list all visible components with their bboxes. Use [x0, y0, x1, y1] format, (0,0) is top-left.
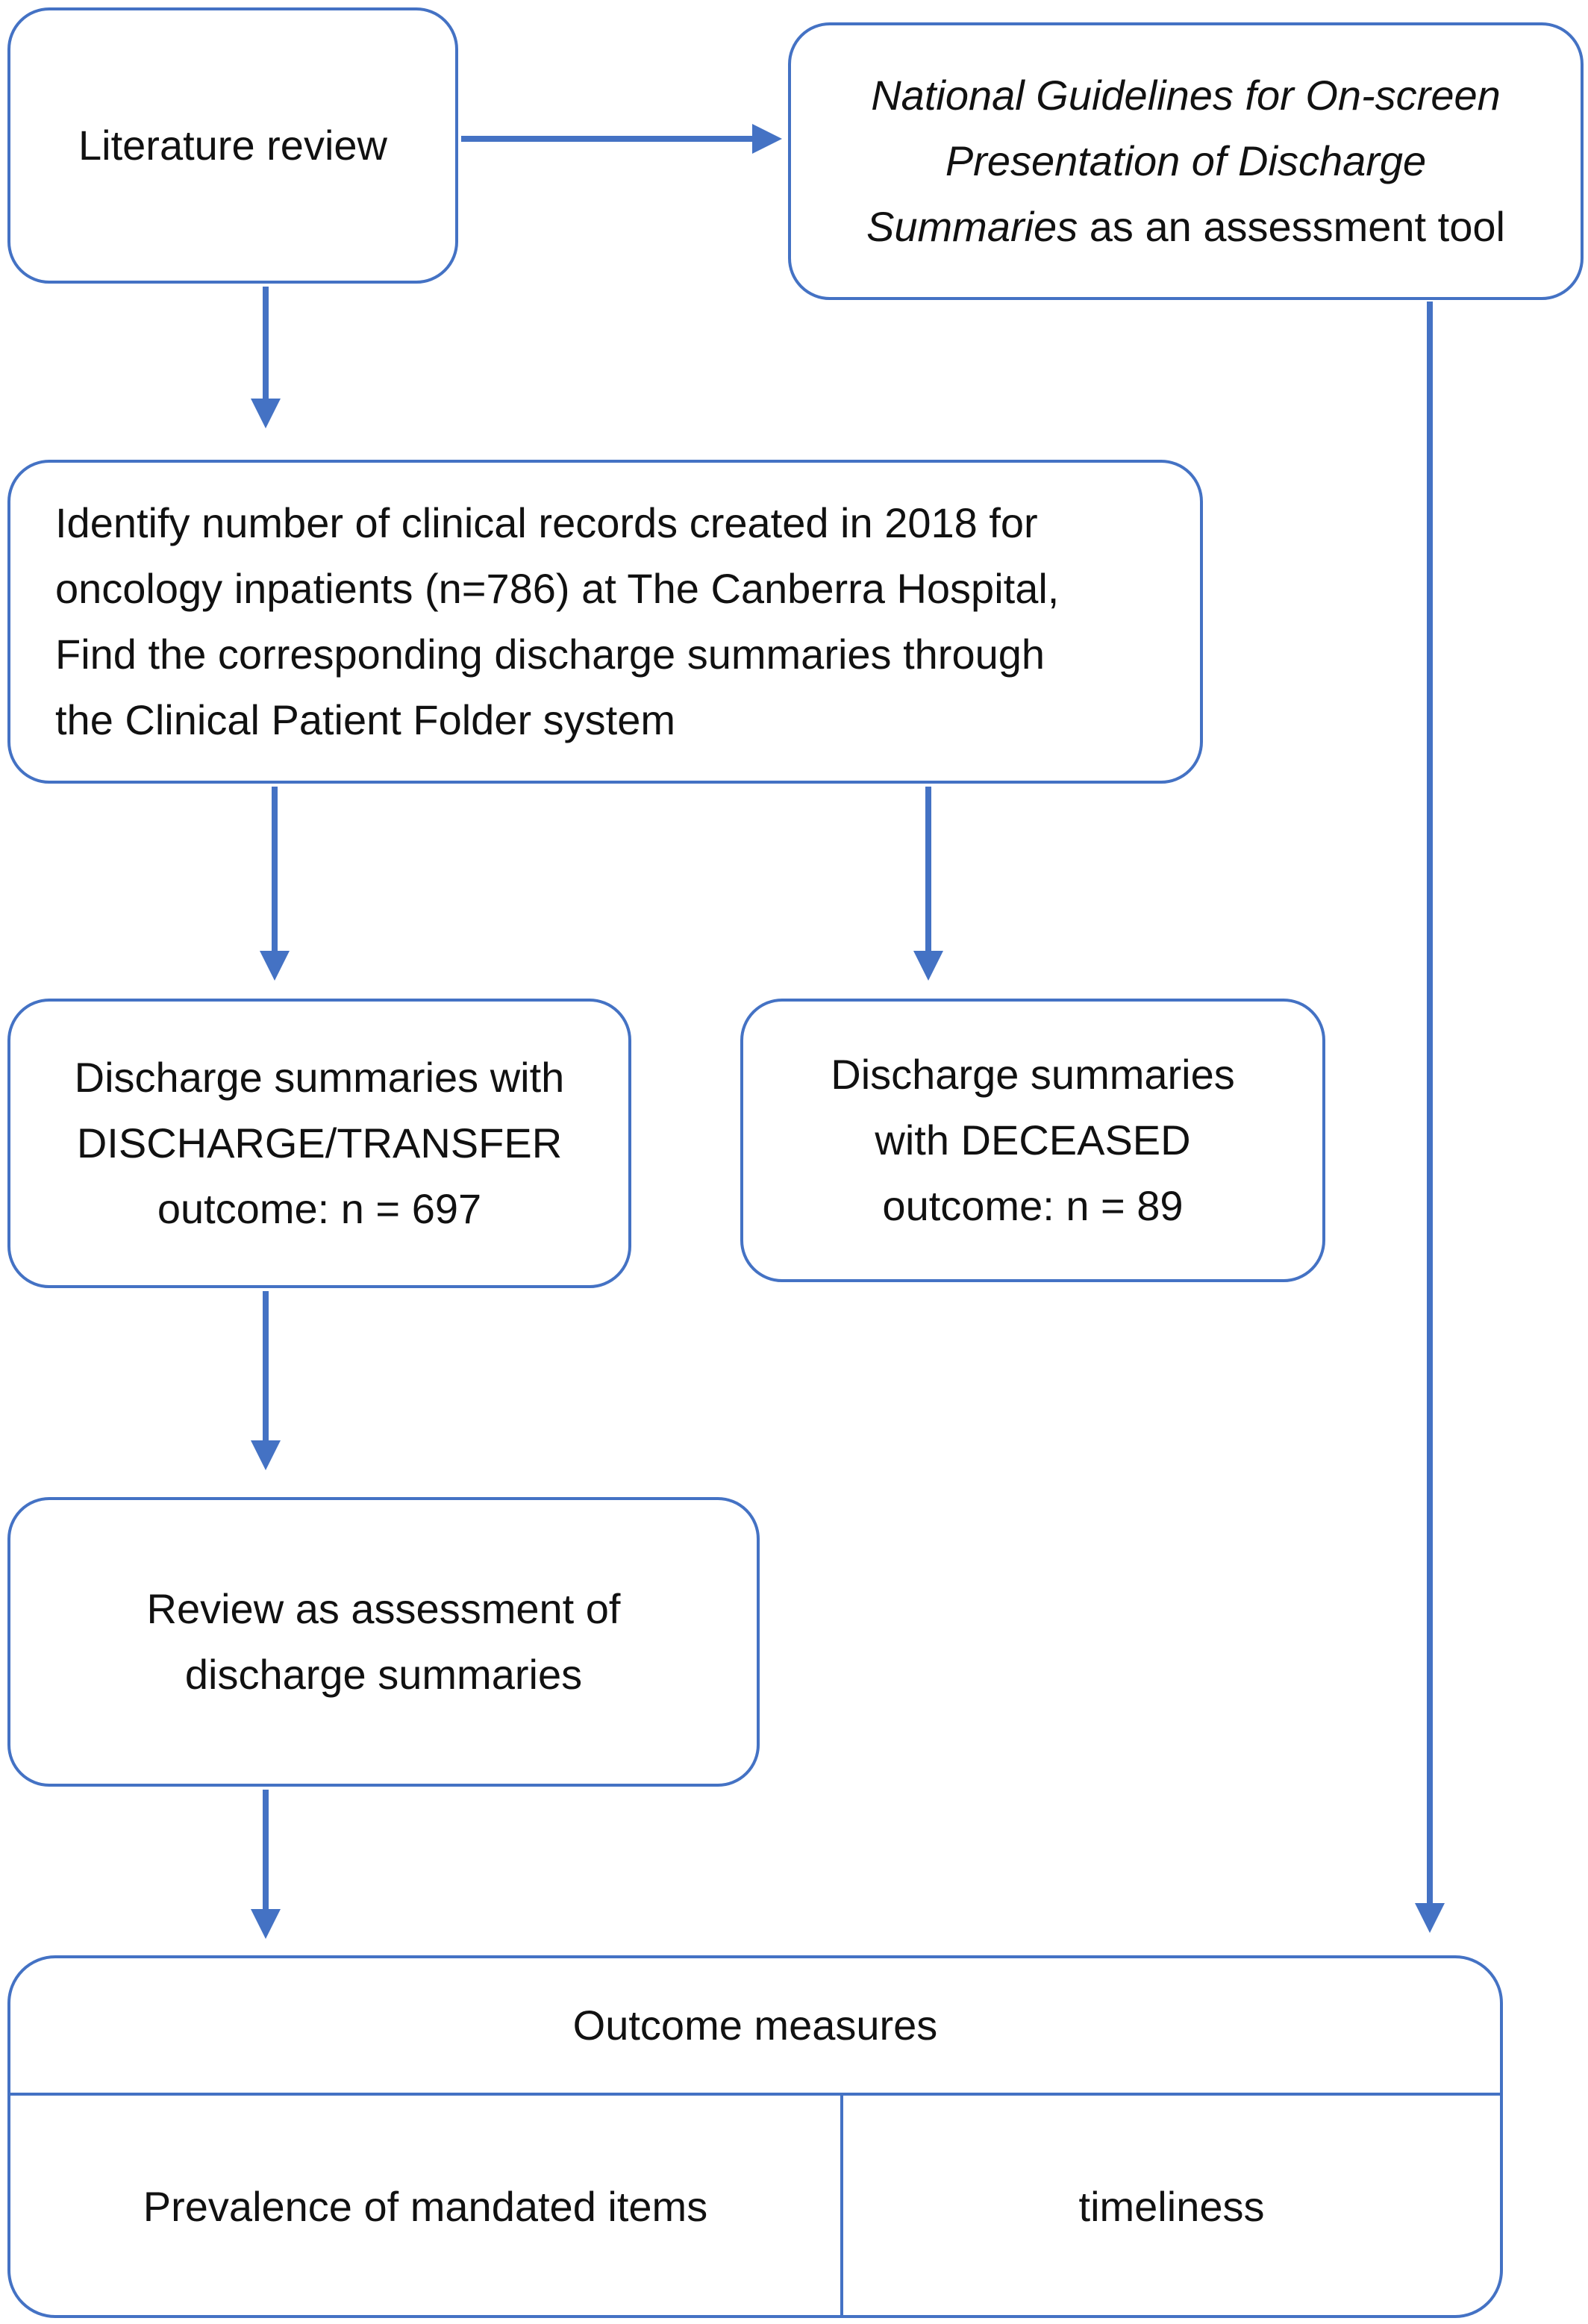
discharge-transfer-box: Discharge summaries with DISCHARGE/TRANS…: [7, 999, 631, 1288]
guidelines-box: National Guidelines for On-screen Presen…: [788, 22, 1584, 300]
deceased-box: Discharge summaries with DECEASED outcom…: [740, 999, 1325, 1282]
review-label: Review as assessment of discharge summar…: [146, 1585, 621, 1698]
guidelines-label: National Guidelines for On-screen Presen…: [791, 63, 1581, 260]
guidelines-plain-text: as an assessment tool: [1078, 203, 1505, 250]
outcome-cell-timeliness: timeliness: [843, 2096, 1500, 2318]
discharge-transfer-label: Discharge summaries with DISCHARGE/TRANS…: [74, 1054, 565, 1232]
outcome-measures-header: Outcome measures: [10, 1958, 1500, 2096]
outcome-measures-title: Outcome measures: [572, 2002, 938, 2049]
literature-review-box: Literature review: [7, 7, 458, 284]
outcome-timeliness-label: timeliness: [1078, 2183, 1265, 2230]
literature-review-label: Literature review: [78, 122, 387, 169]
outcome-cell-prevalence: Prevalence of mandated items: [10, 2096, 843, 2318]
outcome-prevalence-label: Prevalence of mandated items: [143, 2183, 708, 2230]
deceased-label: Discharge summaries with DECEASED outcom…: [831, 1051, 1235, 1229]
outcome-measures-box: Outcome measures Prevalence of mandated …: [7, 1955, 1503, 2318]
identify-records-label: Identify number of clinical records crea…: [55, 499, 1060, 743]
guidelines-italic-title: National Guidelines for On-screen Presen…: [866, 72, 1501, 250]
identify-records-box: Identify number of clinical records crea…: [7, 460, 1203, 784]
review-box: Review as assessment of discharge summar…: [7, 1497, 760, 1787]
